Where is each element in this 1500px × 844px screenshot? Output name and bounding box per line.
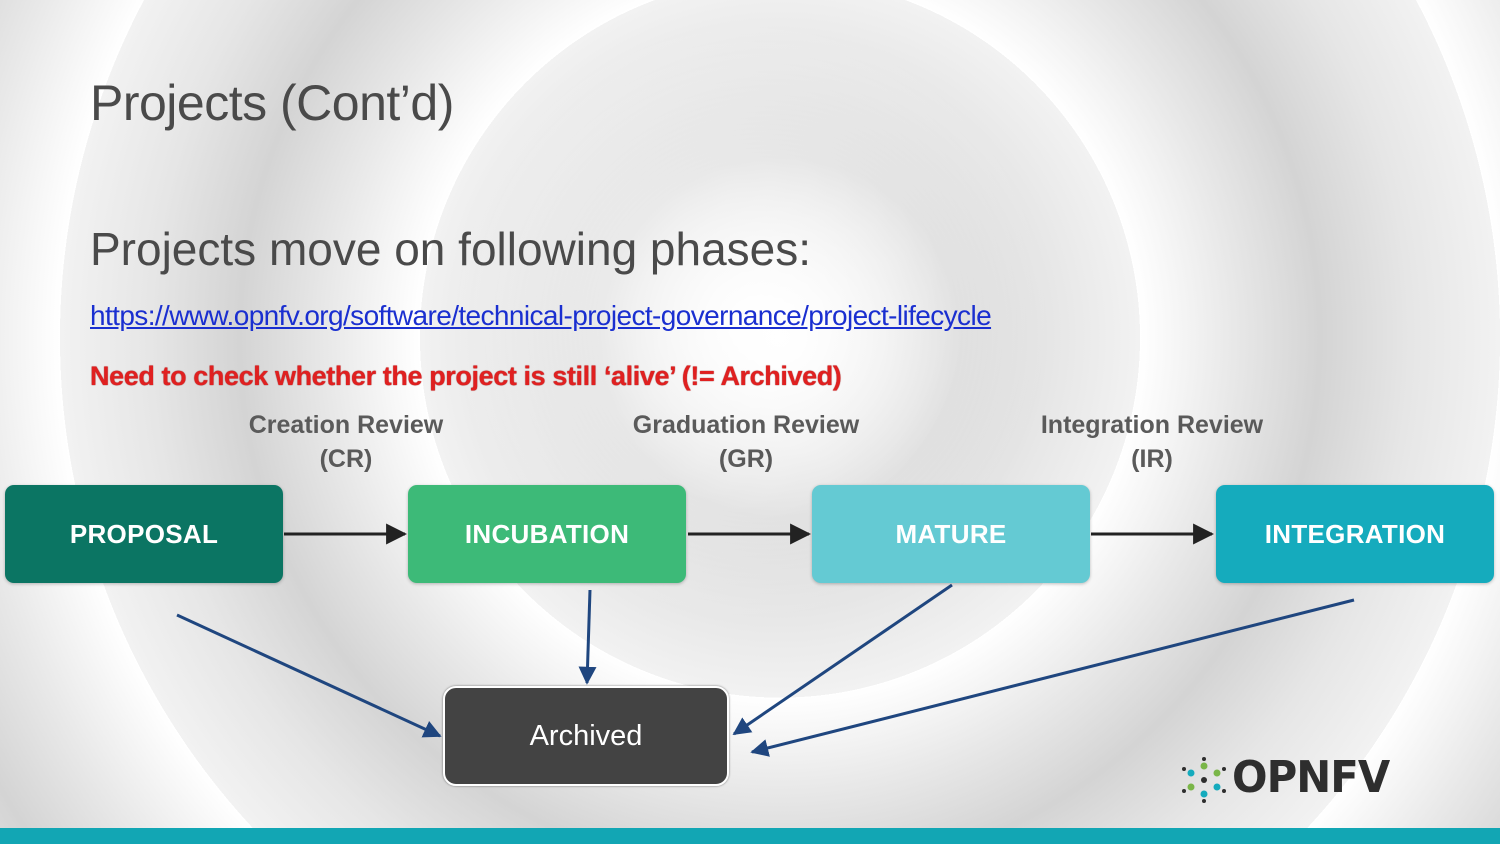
opnfv-logo-text: OPNFV bbox=[1232, 752, 1390, 803]
opnfv-snowflake-icon bbox=[1182, 757, 1226, 803]
graduation-review-abbr: (GR) bbox=[718, 445, 774, 473]
slide-title: Projects (Cont’d) bbox=[90, 75, 454, 131]
creation-review-name: Creation Review bbox=[248, 411, 444, 439]
phase-proposal: PROPOSAL bbox=[5, 485, 283, 583]
slide-subtitle: Projects move on following phases: bbox=[90, 223, 812, 275]
phase-integration-label: INTEGRATION bbox=[1264, 518, 1446, 549]
graduation-review-label: Graduation Review (GR) bbox=[596, 408, 896, 476]
phase-mature: MATURE bbox=[812, 485, 1090, 583]
archived-label: Archived bbox=[529, 719, 643, 752]
integration-review-label: Integration Review (IR) bbox=[1002, 408, 1302, 476]
phase-incubation: INCUBATION bbox=[408, 485, 686, 583]
arrow-mature-to-archived bbox=[732, 583, 953, 736]
creation-review-abbr: (CR) bbox=[319, 445, 373, 473]
integration-review-abbr: (IR) bbox=[1131, 445, 1173, 473]
creation-review-label: Creation Review (CR) bbox=[196, 408, 496, 476]
project-lifecycle-link[interactable]: https://www.opnfv.org/software/technical… bbox=[90, 300, 992, 331]
archived-warning-note: Need to check whether the project is sti… bbox=[90, 361, 842, 391]
archived-state-box: Archived bbox=[443, 686, 729, 786]
footer-accent-bar bbox=[0, 828, 1500, 844]
phase-integration: INTEGRATION bbox=[1216, 485, 1494, 583]
arrow-proposal-to-archived bbox=[176, 613, 442, 738]
arrow-incubation-to-archived bbox=[578, 589, 597, 685]
phase-proposal-label: PROPOSAL bbox=[69, 518, 219, 549]
integration-review-name: Integration Review bbox=[1040, 411, 1264, 439]
phase-mature-label: MATURE bbox=[895, 518, 1007, 549]
opnfv-logo: OPNFV bbox=[1180, 752, 1390, 804]
graduation-review-name: Graduation Review bbox=[632, 411, 860, 439]
arrow-integration-to-archived bbox=[750, 598, 1355, 757]
phase-incubation-label: INCUBATION bbox=[464, 518, 630, 549]
